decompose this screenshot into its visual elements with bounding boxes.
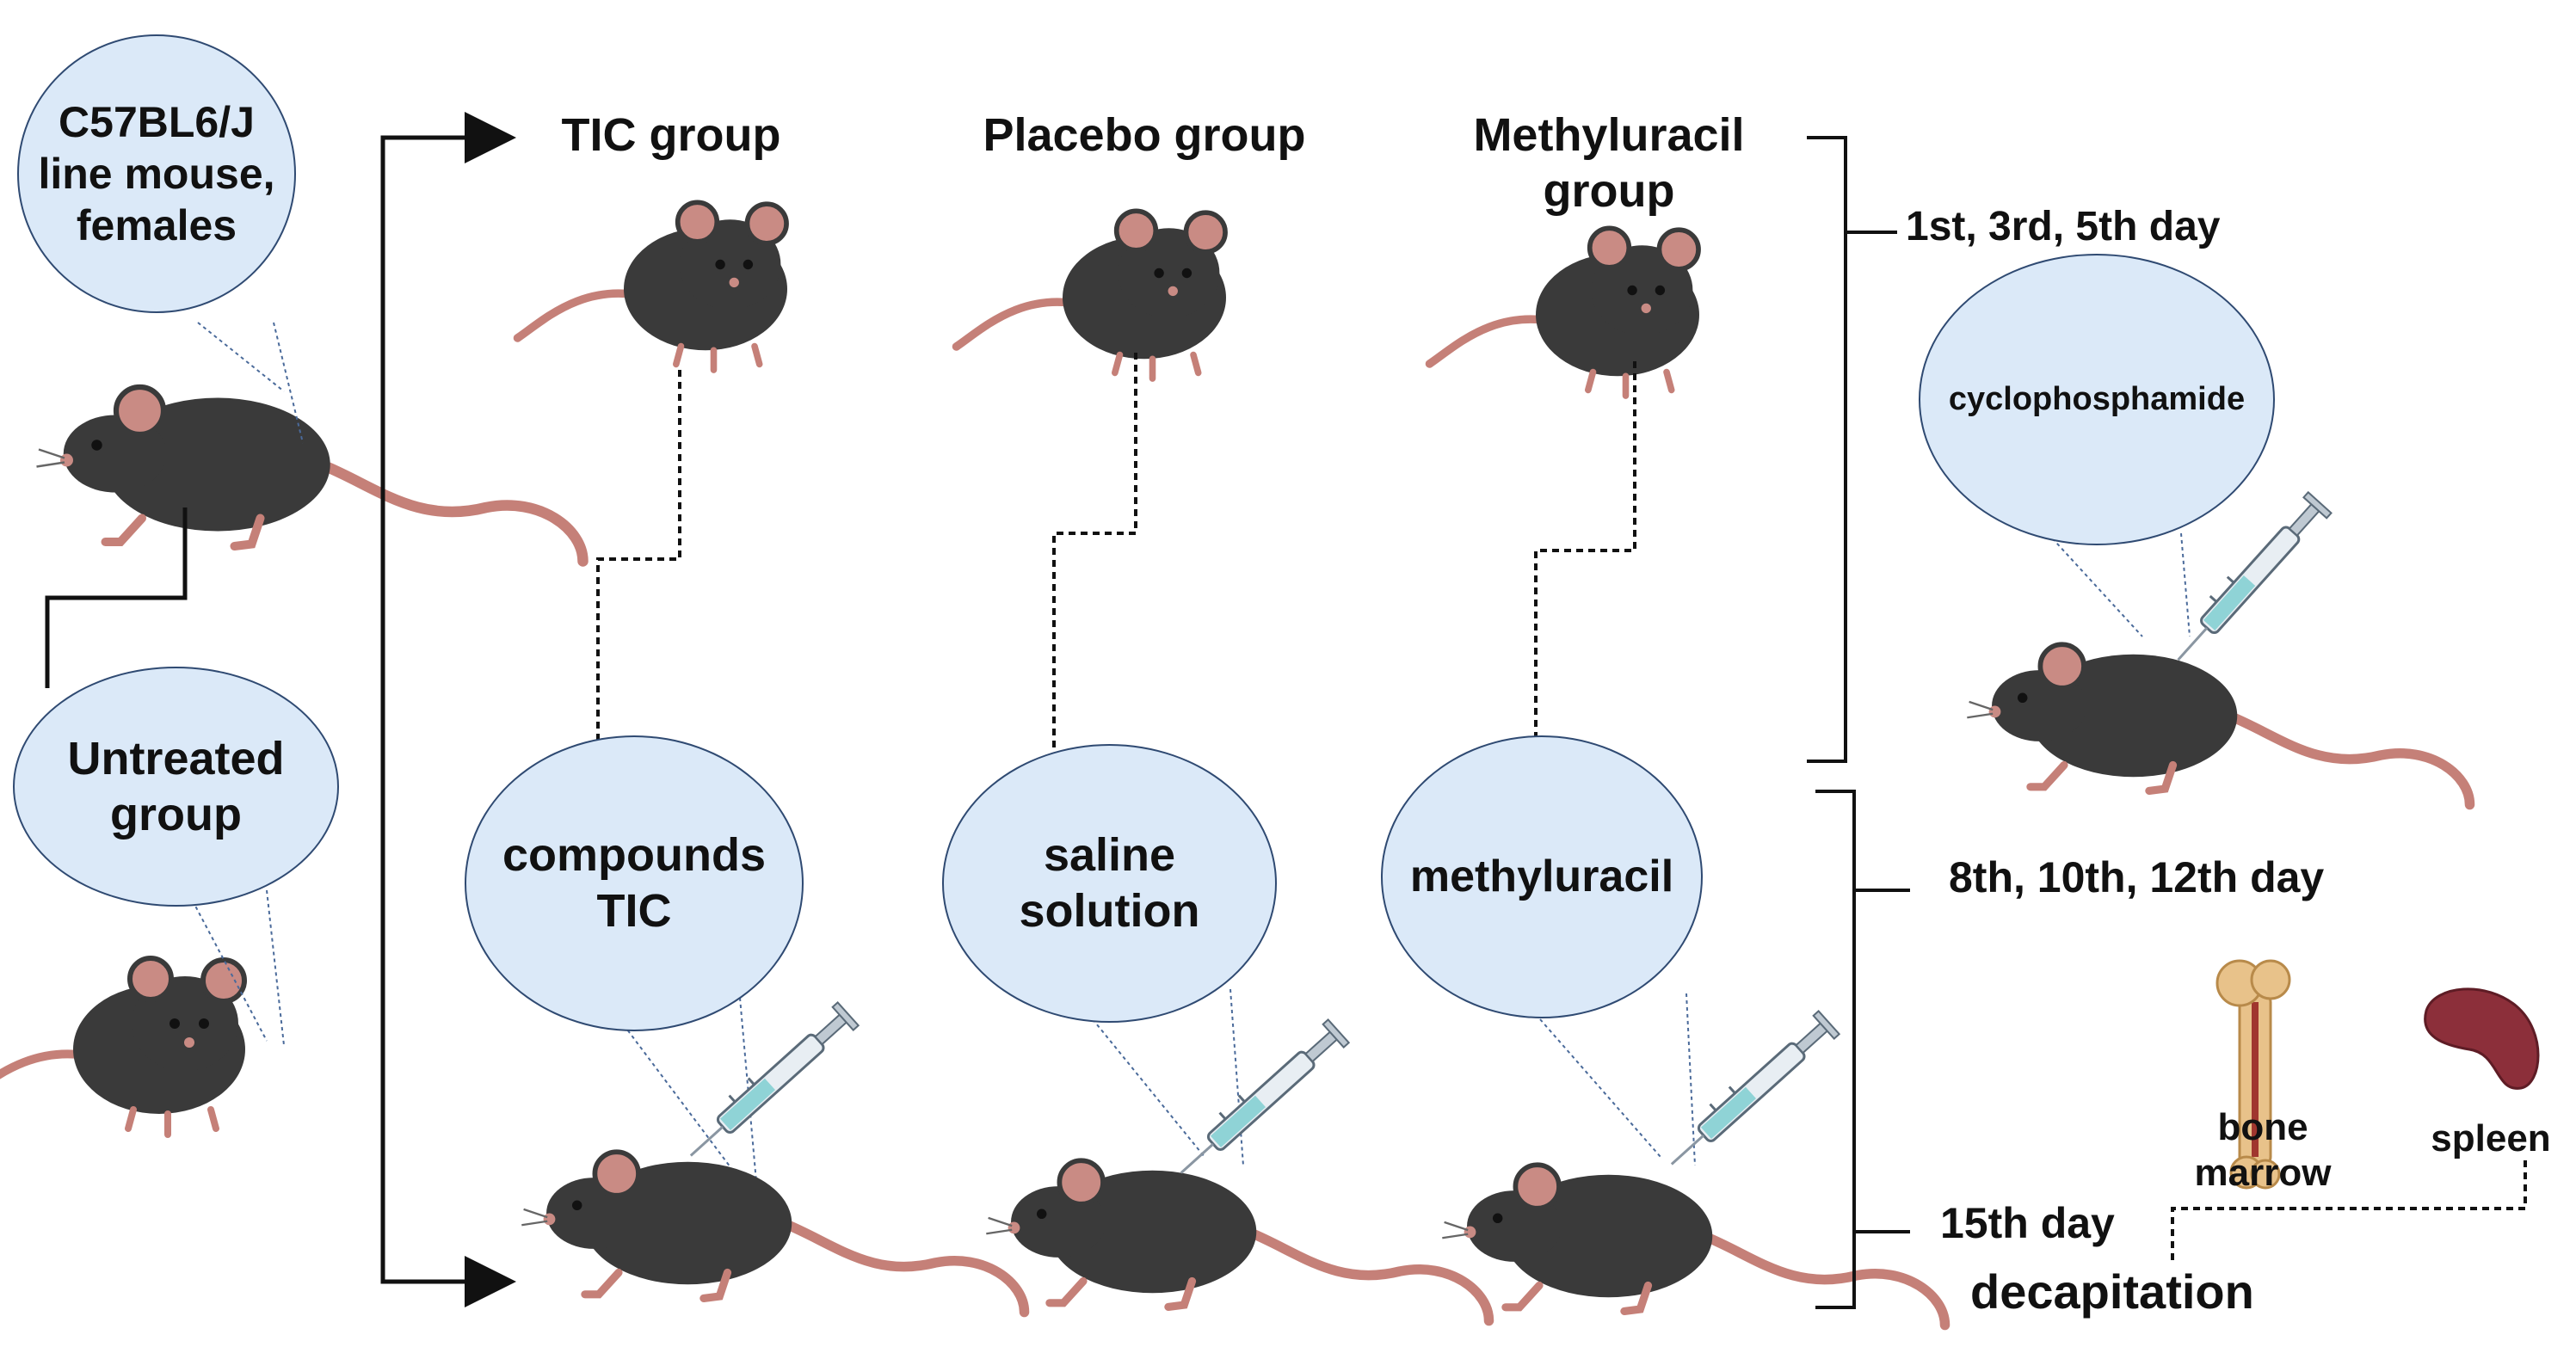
syringe-icon — [1657, 1007, 1841, 1178]
group-title-tic: TIC group — [561, 109, 781, 161]
day-15-label: 15th day — [1940, 1199, 2115, 1247]
mouse-icon — [37, 387, 583, 562]
group-bracket — [380, 135, 503, 1284]
group-title-methyluracil: Methyluracil group — [1473, 109, 1745, 217]
mouse-icon — [0, 958, 245, 1135]
bone-marrow-label: bone marrow — [2194, 1106, 2332, 1194]
mouse-icon — [957, 211, 1227, 378]
step-connectors — [596, 353, 1636, 748]
days-label-2: 8th, 10th, 12th day — [1949, 853, 2325, 901]
cyclophosphamide-label: cyclophosphamide — [1948, 380, 2246, 417]
mouse-icon — [521, 1152, 1024, 1312]
timeline-brackets — [1807, 136, 1910, 1309]
compounds-label: compounds TIC — [502, 829, 766, 937]
organ-connector — [2171, 1157, 2527, 1260]
mouse-icon — [1430, 228, 1700, 396]
spleen-label: spleen — [2431, 1117, 2551, 1159]
methyluracil-label: methyluracil — [1409, 852, 1674, 902]
saline-label: saline solution — [1019, 829, 1200, 937]
bone-icon — [2215, 959, 2291, 1190]
mouse-icon — [1442, 1165, 1944, 1325]
mouse-line-bubble: C57BL6/J line mouse, females — [17, 34, 296, 313]
untreated-bubble: Untreated group — [13, 667, 339, 907]
connector-line — [45, 507, 188, 688]
mouse-icon — [1967, 644, 2469, 804]
methyluracil-bubble: methyluracil — [1381, 735, 1703, 1018]
cyclophosphamide-bubble: cyclophosphamide — [1919, 254, 2275, 545]
untreated-label: Untreated group — [67, 732, 285, 840]
mouse-icon — [518, 202, 788, 370]
compounds-bubble: compounds TIC — [465, 735, 804, 1031]
callout-lines — [188, 322, 2191, 1192]
decapitation-label: decapitation — [1970, 1264, 2254, 1319]
group-title-placebo: Placebo group — [983, 109, 1306, 161]
days-label-1: 1st, 3rd, 5th day — [1906, 204, 2221, 249]
mouse-line-label: C57BL6/J line mouse, females — [38, 98, 275, 249]
spleen-icon — [2424, 987, 2540, 1090]
syringe-icon — [676, 999, 860, 1169]
syringe-icon — [1167, 1016, 1351, 1186]
saline-bubble: saline solution — [942, 744, 1277, 1023]
mouse-icon — [986, 1160, 1488, 1320]
